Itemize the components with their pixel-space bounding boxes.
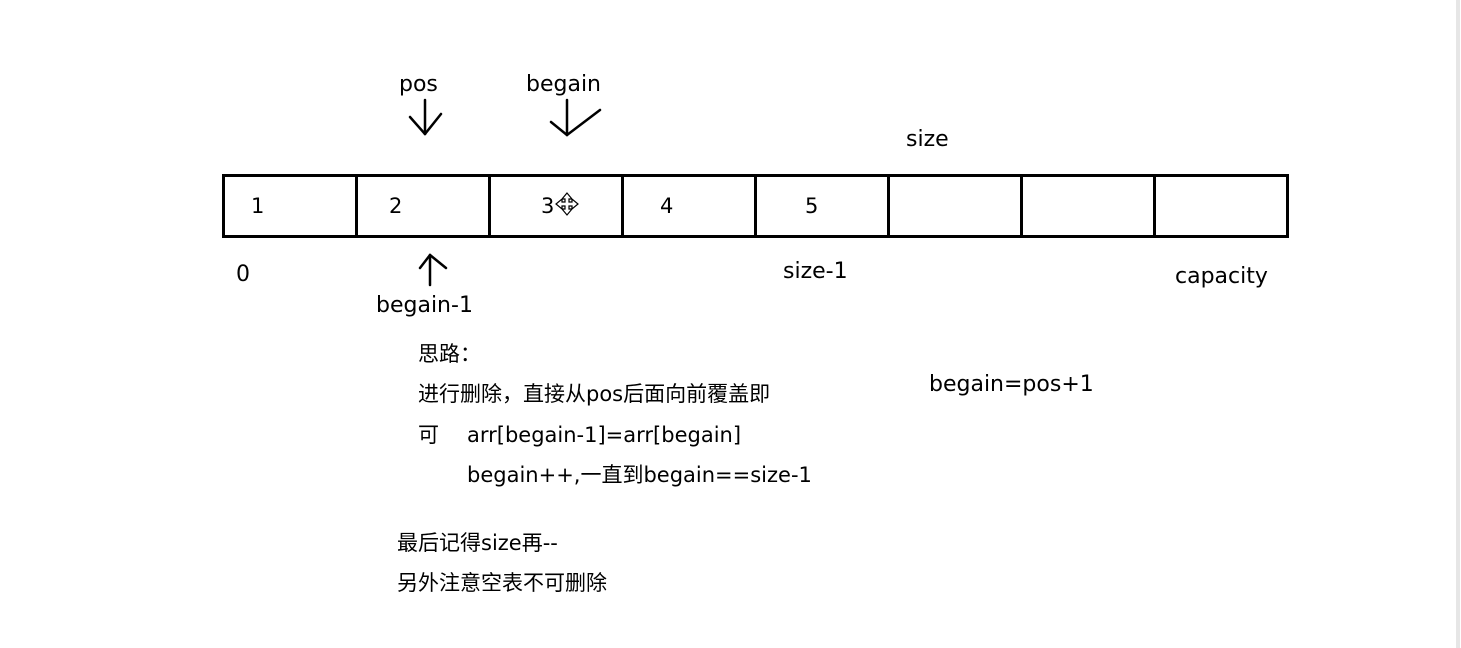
notes-line: 最后记得size再-- xyxy=(397,531,558,555)
notes-line: 另外注意空表不可删除 xyxy=(397,571,607,595)
capacity-label: capacity xyxy=(1175,264,1268,289)
array-cell: 5 xyxy=(757,177,890,235)
size-label: size xyxy=(906,127,949,152)
window-edge xyxy=(1456,0,1460,648)
formula-text: begain=pos+1 xyxy=(929,372,1094,397)
notes-code-line: arr[begain-1]=arr[begain] xyxy=(467,423,742,447)
notes-title: 思路： xyxy=(418,342,481,366)
cell-value: 2 xyxy=(389,194,403,218)
begain-label: begain xyxy=(526,72,602,97)
array-cell: 4 xyxy=(624,177,757,235)
pos-down-arrow xyxy=(408,98,443,136)
notes-line: 进行删除，直接从pos后面向前覆盖即 xyxy=(418,382,771,406)
begain-minus-1-label: begain-1 xyxy=(376,293,473,318)
array-diagram: 1 2 3 4 5 xyxy=(222,174,1289,238)
begain-minus-1-up-arrow xyxy=(418,253,448,287)
pos-label: pos xyxy=(399,72,438,97)
array-cell: 1 xyxy=(225,177,358,235)
array-cell xyxy=(890,177,1023,235)
array-cell: 2 xyxy=(358,177,491,235)
array-cell: 3 xyxy=(491,177,624,235)
cell-value: 5 xyxy=(805,194,819,218)
cell-value: 4 xyxy=(660,194,674,218)
array-cell xyxy=(1023,177,1156,235)
notes-line-prefix: 可 xyxy=(418,423,439,447)
cell-value: 3 xyxy=(541,194,555,218)
index-zero-label: 0 xyxy=(236,262,250,287)
size-minus-1-label: size-1 xyxy=(783,259,848,284)
notes-line: begain++,一直到begain==size-1 xyxy=(467,463,812,487)
begain-down-arrow xyxy=(549,98,602,137)
cell-value: 1 xyxy=(251,194,265,218)
